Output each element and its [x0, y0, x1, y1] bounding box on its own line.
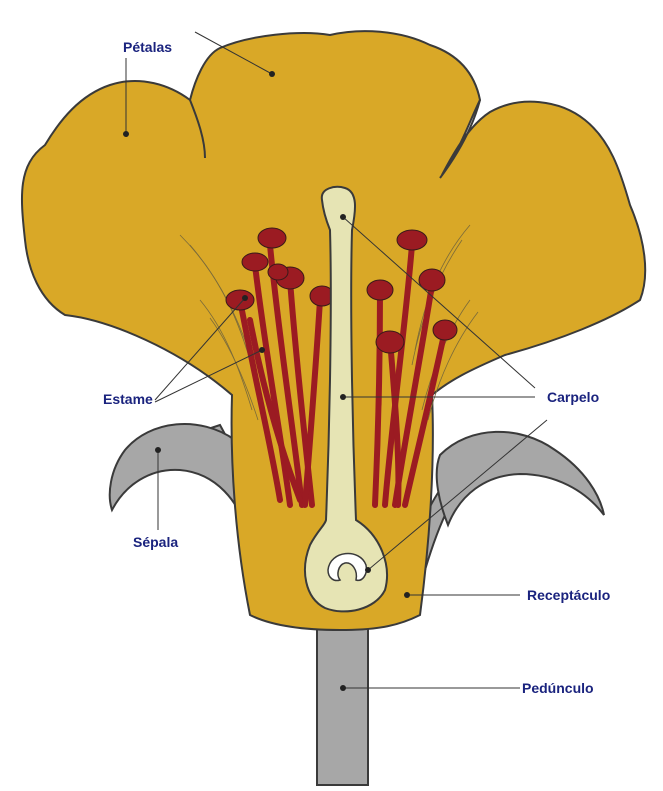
label-peduncle: Pedúnculo — [522, 680, 594, 696]
label-stamen: Estame — [103, 391, 153, 407]
peduncle — [317, 618, 368, 785]
label-sepal: Sépala — [133, 534, 178, 550]
label-carpel: Carpelo — [547, 389, 599, 405]
sepal-right — [437, 432, 604, 525]
label-petals: Pétalas — [123, 39, 172, 55]
label-receptacle: Receptáculo — [527, 587, 610, 603]
